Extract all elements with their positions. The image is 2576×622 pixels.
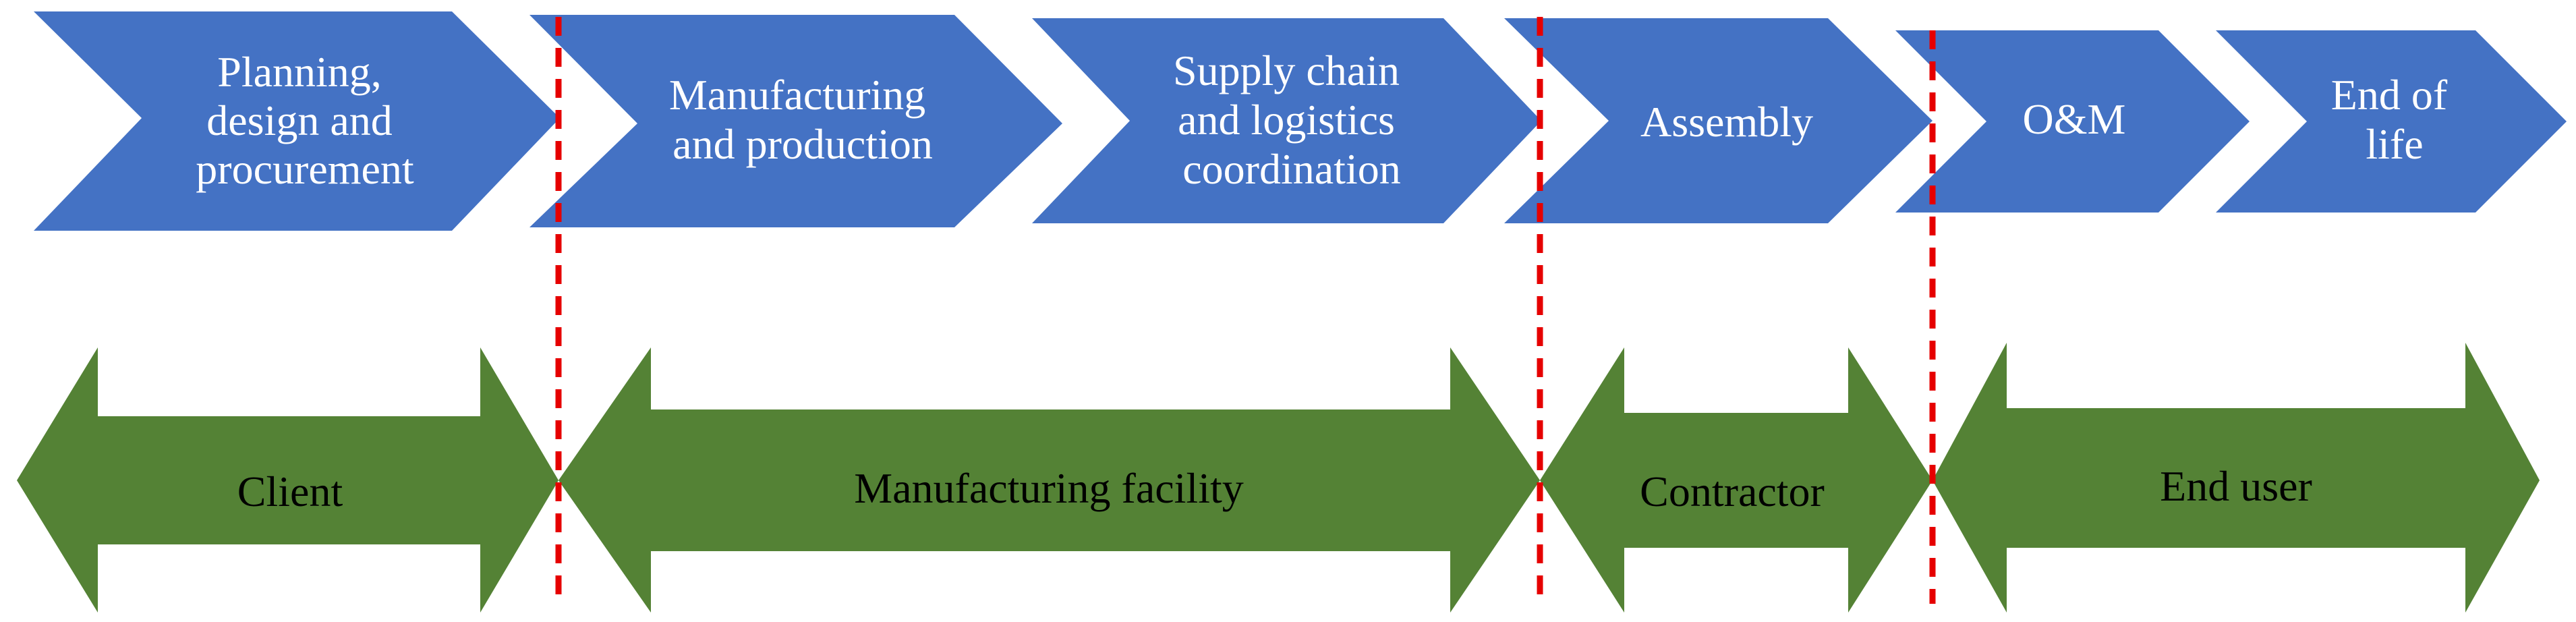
actor-label: Client bbox=[237, 468, 343, 515]
actor-label: Contractor bbox=[1640, 468, 1825, 515]
stage-chevron-shape bbox=[1895, 30, 2250, 213]
stage-label-line: procurement bbox=[196, 145, 414, 193]
stage-chevron-shape bbox=[2216, 30, 2567, 213]
stage-assembly: Assembly bbox=[1504, 18, 1933, 223]
actor-row: Client Manufacturing facility Contractor… bbox=[17, 343, 2540, 613]
double-arrow-shape bbox=[1933, 343, 2540, 613]
stage-label-line: and production bbox=[672, 120, 933, 168]
stage-om: O&M bbox=[1895, 30, 2250, 213]
double-arrow-shape bbox=[1540, 347, 1933, 613]
actor-client: Client bbox=[17, 347, 559, 613]
stage-chevron-shape bbox=[529, 15, 1062, 227]
stage-label-line: and logistics bbox=[1178, 96, 1395, 144]
stage-label-line: Supply chain bbox=[1173, 47, 1400, 94]
stage-label: Manufacturing and production bbox=[669, 71, 936, 168]
stage-label-line: Planning, bbox=[217, 48, 382, 96]
stage-chevron-shape bbox=[1504, 18, 1933, 223]
actor-end-user: End user bbox=[1933, 343, 2540, 613]
stage-label: Planning, design and procurement bbox=[196, 48, 414, 193]
stage-chevron-shape bbox=[34, 11, 560, 231]
stage-row: Planning, design and procurement Manufac… bbox=[34, 11, 2567, 231]
actor-manufacturing-facility: Manufacturing facility bbox=[559, 347, 1540, 613]
stage-label: End of life bbox=[2331, 71, 2458, 168]
boundary-lines bbox=[555, 17, 1936, 604]
stage-label-line: Manufacturing bbox=[669, 71, 925, 119]
stage-label-line: coordination bbox=[1182, 145, 1400, 193]
actor-label: Manufacturing facility bbox=[854, 464, 1244, 512]
stage-manufacturing-production: Manufacturing and production bbox=[529, 15, 1062, 227]
stage-supply-chain-logistics: Supply chain and logistics coordination bbox=[1032, 18, 1541, 223]
stage-label-line: O&M bbox=[2023, 95, 2126, 143]
stage-end-of-life: End of life bbox=[2216, 30, 2567, 213]
stage-chevron-shape bbox=[1032, 18, 1541, 223]
stage-label: Assembly bbox=[1640, 98, 1813, 146]
actor-contractor: Contractor bbox=[1540, 347, 1933, 613]
double-arrow-shape bbox=[17, 347, 559, 613]
stage-label-line: life bbox=[2366, 120, 2423, 168]
actor-label: End user bbox=[2160, 462, 2312, 510]
stage-planning-design-procurement: Planning, design and procurement bbox=[34, 11, 560, 231]
stage-label: Supply chain and logistics coordination bbox=[1173, 47, 1410, 193]
stage-label: O&M bbox=[2023, 95, 2126, 143]
stage-label-line: End of bbox=[2331, 71, 2448, 119]
stage-label-line: Assembly bbox=[1640, 98, 1813, 146]
stage-label-line: design and bbox=[206, 96, 393, 144]
double-arrow-shape bbox=[559, 347, 1540, 613]
